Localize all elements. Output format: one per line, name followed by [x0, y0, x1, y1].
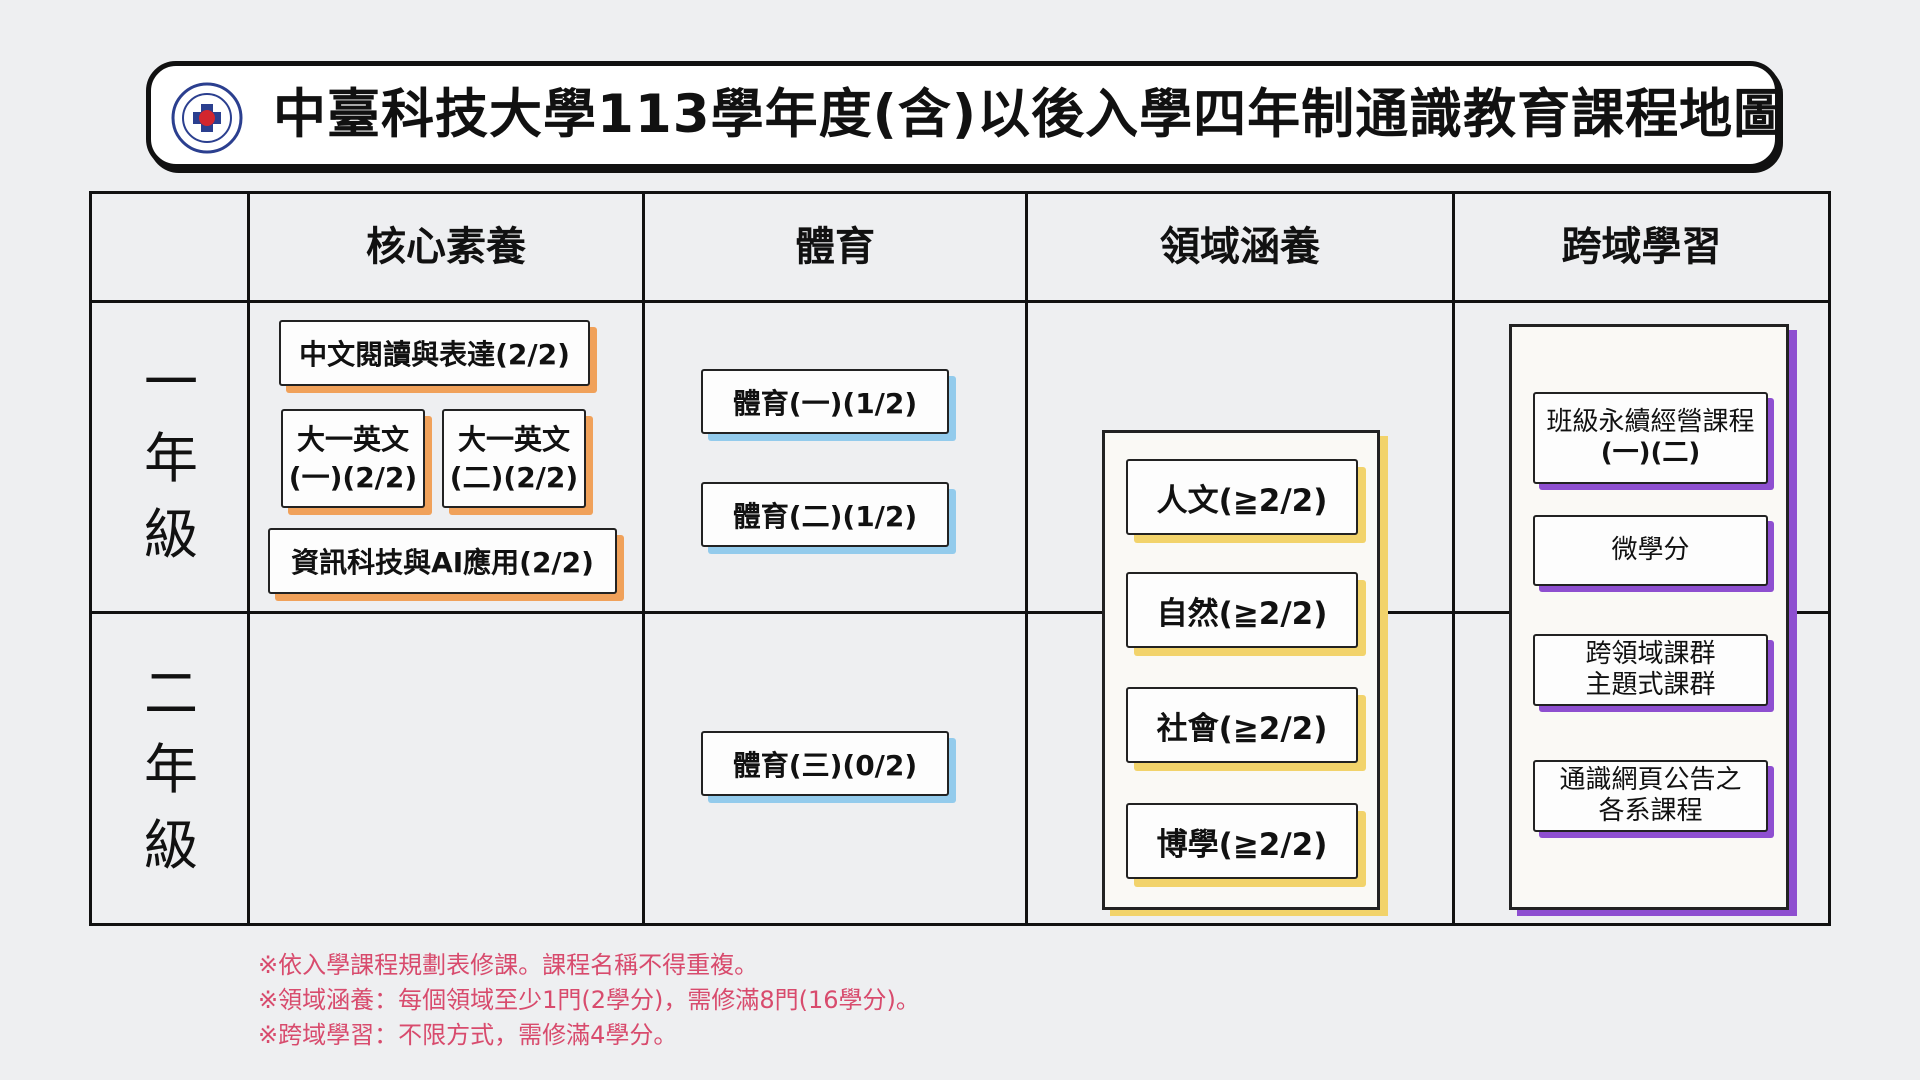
course-card-web-announced: 通識網頁公告之 各系課程	[1533, 760, 1768, 832]
col-divider-2	[642, 191, 645, 926]
course-label: (一)(2/2)	[288, 460, 418, 494]
course-label: 大一英文	[457, 422, 570, 456]
course-label: 中文閱讀與表達(2/2)	[299, 338, 570, 371]
course-label: 通識網頁公告之	[1559, 765, 1742, 795]
year-divider	[89, 611, 1831, 614]
course-label: 社會(≧2/2)	[1156, 710, 1328, 747]
course-card-micro-credit: 微學分	[1533, 515, 1768, 586]
column-header-core: 核心素養	[366, 224, 526, 270]
course-label: 班級永續經營課程	[1546, 407, 1755, 437]
course-card-nature: 自然(≧2/2)	[1126, 572, 1358, 648]
course-label: 自然(≧2/2)	[1156, 595, 1328, 632]
course-label: (二)(2/2)	[449, 460, 579, 494]
course-label: 體育(一)(1/2)	[732, 386, 918, 420]
year-label-2-char: 二	[144, 662, 198, 725]
col-divider-1	[247, 191, 250, 926]
column-header-cross: 跨域學習	[1561, 224, 1722, 270]
course-card-pe-2: 體育(二)(1/2)	[701, 482, 949, 547]
course-card-english-1: 大一英文 (一)(2/2)	[281, 409, 425, 508]
year-label-1-char: 年	[144, 427, 198, 490]
course-label: 大一英文	[296, 422, 409, 456]
year-label-2-char: 年	[144, 738, 198, 801]
course-label: 各系課程	[1598, 796, 1703, 826]
table-border-bottom	[89, 923, 1831, 926]
course-card-interdisciplinary: 跨領域課群 主題式課群	[1533, 634, 1768, 706]
footnote: ※依入學課程規劃表修課。課程名稱不得重複。	[258, 951, 759, 979]
year-label-1-char: 一	[144, 351, 198, 414]
course-card-chinese: 中文閱讀與表達(2/2)	[279, 320, 590, 386]
table-border-left	[89, 191, 92, 926]
course-label: (一)(二)	[1600, 438, 1701, 468]
footnotes: ※依入學課程規劃表修課。課程名稱不得重複。 ※領域涵養：每個領域至少1門(2學分…	[258, 948, 920, 1053]
course-card-class-sustain: 班級永續經營課程 (一)(二)	[1533, 392, 1768, 484]
year-label-1-char: 級	[144, 503, 198, 566]
course-label: 資訊科技與AI應用(2/2)	[291, 546, 594, 579]
col-divider-4	[1452, 191, 1455, 926]
course-label: 主題式課群	[1585, 670, 1716, 700]
table-border-right	[1828, 191, 1831, 926]
column-header-domain: 領域涵養	[1160, 224, 1320, 270]
page-title: 中臺科技大學113學年度(含)以後入學四年制通識教育課程地圖	[273, 84, 1788, 145]
year-label-2-char: 級	[144, 814, 198, 877]
col-divider-3	[1025, 191, 1028, 926]
footnote: ※領域涵養：每個領域至少1門(2學分)，需修滿8門(16學分)。	[258, 986, 920, 1014]
title-banner: 中臺科技大學113學年度(含)以後入學四年制通識教育課程地圖	[146, 61, 1786, 169]
year-label-2: 二 年 級	[92, 656, 250, 884]
course-card-it-ai: 資訊科技與AI應用(2/2)	[268, 528, 617, 594]
course-card-pe-3: 體育(三)(0/2)	[701, 731, 949, 796]
course-label: 跨領域課群	[1585, 639, 1716, 669]
course-label: 人文(≧2/2)	[1156, 482, 1328, 519]
footnote: ※跨域學習：不限方式，需修滿4學分。	[258, 1021, 678, 1049]
course-card-english-2: 大一英文 (二)(2/2)	[442, 409, 586, 508]
course-card-broad: 博學(≧2/2)	[1126, 803, 1358, 879]
year-label-1: 一 年 級	[92, 345, 250, 573]
header-divider	[89, 300, 1831, 303]
course-label: 體育(二)(1/2)	[732, 499, 918, 533]
column-header-pe: 體育	[795, 224, 875, 270]
university-seal-icon	[171, 82, 243, 154]
course-card-humanities: 人文(≧2/2)	[1126, 459, 1358, 535]
course-label: 微學分	[1611, 535, 1690, 565]
course-card-society: 社會(≧2/2)	[1126, 687, 1358, 763]
course-label: 博學(≧2/2)	[1156, 826, 1328, 863]
table-border-top	[89, 191, 1831, 194]
course-card-pe-1: 體育(一)(1/2)	[701, 369, 949, 434]
course-label: 體育(三)(0/2)	[732, 748, 918, 782]
